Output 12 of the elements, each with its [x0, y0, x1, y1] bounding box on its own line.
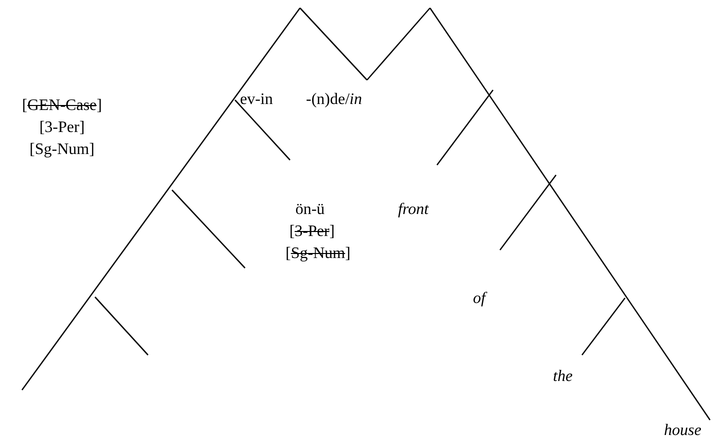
struck-feature-label: [GEN-Case]: [22, 97, 102, 115]
tree-label: [Sg-Num]: [30, 141, 94, 159]
tree-label: house: [664, 422, 702, 440]
tree-label: the: [553, 368, 573, 386]
tree-label: -(n)de/in: [306, 91, 362, 109]
tree-label: ön-ü: [295, 201, 325, 219]
tree-label: of: [473, 290, 486, 308]
struck-feature-label: [3-Per]: [289, 223, 335, 241]
struck-feature-label: [Sg-Num]: [286, 245, 350, 263]
tree-label: [3-Per]: [39, 119, 85, 137]
tree-label: front: [398, 201, 429, 219]
tree-label: ev-in: [240, 91, 273, 109]
